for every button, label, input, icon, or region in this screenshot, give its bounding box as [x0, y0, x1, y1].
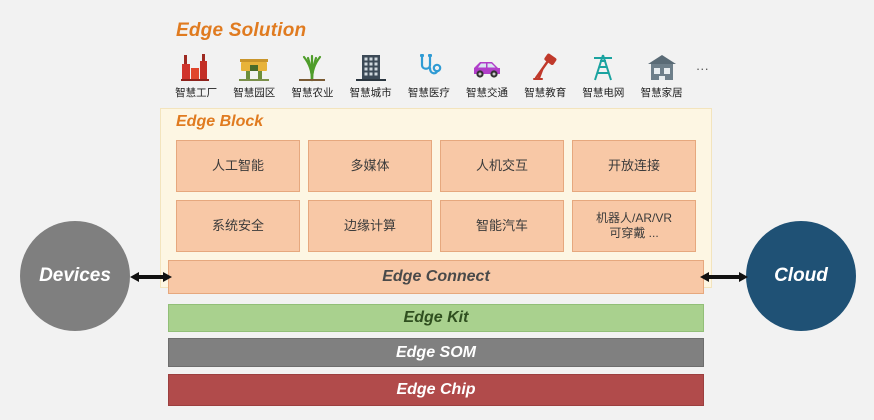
edge-block-cell-open-connect[interactable]: 开放连接: [572, 140, 696, 192]
devices-arrow: [130, 270, 172, 284]
cloud-circle[interactable]: Cloud: [746, 221, 856, 331]
smart-healthcare-icon: [412, 48, 446, 82]
solution-icon-smart-healthcare: 智慧医疗: [401, 48, 457, 100]
edge-som-bar[interactable]: Edge SOM: [168, 338, 704, 367]
solution-icon-smart-grid: 智慧电网: [575, 48, 631, 100]
solution-icon-label: 智慧教育: [524, 87, 567, 99]
solution-more-ellipsis: ···: [695, 60, 709, 76]
solution-icon-label: 智慧交通: [466, 87, 509, 99]
edge-block-cell-ai[interactable]: 人工智能: [176, 140, 300, 192]
solution-icon-smart-agriculture: 智慧农业: [284, 48, 340, 100]
solution-icon-smart-home: 智慧家居: [634, 48, 690, 100]
devices-circle[interactable]: Devices: [20, 221, 130, 331]
solution-icon-label: 智慧家居: [640, 87, 683, 99]
edge-block-title: Edge Block: [176, 113, 264, 130]
smart-factory-icon: [179, 48, 213, 82]
solution-icon-row: 智慧工厂 智慧园区: [168, 48, 713, 106]
solution-icon-smart-factory: 智慧工厂: [168, 48, 224, 100]
solution-icon-label: 智慧电网: [582, 87, 625, 99]
smart-transportation-icon: [470, 48, 504, 82]
edge-block-cell-line2: 可穿戴 ...: [609, 226, 659, 240]
edge-block-cell-smart-vehicle[interactable]: 智能汽车: [440, 200, 564, 252]
smart-education-icon: [528, 48, 562, 82]
smart-agriculture-icon: [295, 48, 329, 82]
edge-block-cell-robot-arvr-wearable[interactable]: 机器人/AR/VR 可穿戴 ...: [572, 200, 696, 252]
solution-icon-label: 智慧农业: [291, 87, 334, 99]
edge-block-panel: [160, 108, 712, 288]
edge-block-cell-multimedia[interactable]: 多媒体: [308, 140, 432, 192]
smart-park-icon: [237, 48, 271, 82]
edge-block-cell-line1: 机器人/AR/VR: [595, 211, 672, 225]
edge-connect-bar[interactable]: Edge Connect: [168, 260, 704, 294]
smart-home-icon: [645, 48, 679, 82]
solution-icon-label: 智慧医疗: [407, 87, 450, 99]
solution-icon-smart-education: 智慧教育: [517, 48, 573, 100]
edge-block-grid: 人工智能 多媒体 人机交互 开放连接 系统安全 边缘计算 智能汽车 机器人/AR…: [176, 140, 696, 252]
solution-icon-smart-city: 智慧城市: [343, 48, 399, 100]
smart-city-icon: [354, 48, 388, 82]
smart-grid-icon: [586, 48, 620, 82]
edge-block-cell-system-security[interactable]: 系统安全: [176, 200, 300, 252]
edge-chip-bar[interactable]: Edge Chip: [168, 374, 704, 406]
cloud-arrow: [700, 270, 748, 284]
solution-icon-label: 智慧城市: [349, 87, 392, 99]
solution-icon-label: 智慧园区: [233, 87, 276, 99]
edge-kit-bar[interactable]: Edge Kit: [168, 304, 704, 332]
solution-icon-smart-park: 智慧园区: [226, 48, 282, 100]
solution-icon-label: 智慧工厂: [175, 87, 218, 99]
edge-block-cell-edge-computing[interactable]: 边缘计算: [308, 200, 432, 252]
edge-solution-title: Edge Solution: [176, 20, 307, 41]
edge-block-cell-hmi[interactable]: 人机交互: [440, 140, 564, 192]
solution-icon-smart-transportation: 智慧交通: [459, 48, 515, 100]
